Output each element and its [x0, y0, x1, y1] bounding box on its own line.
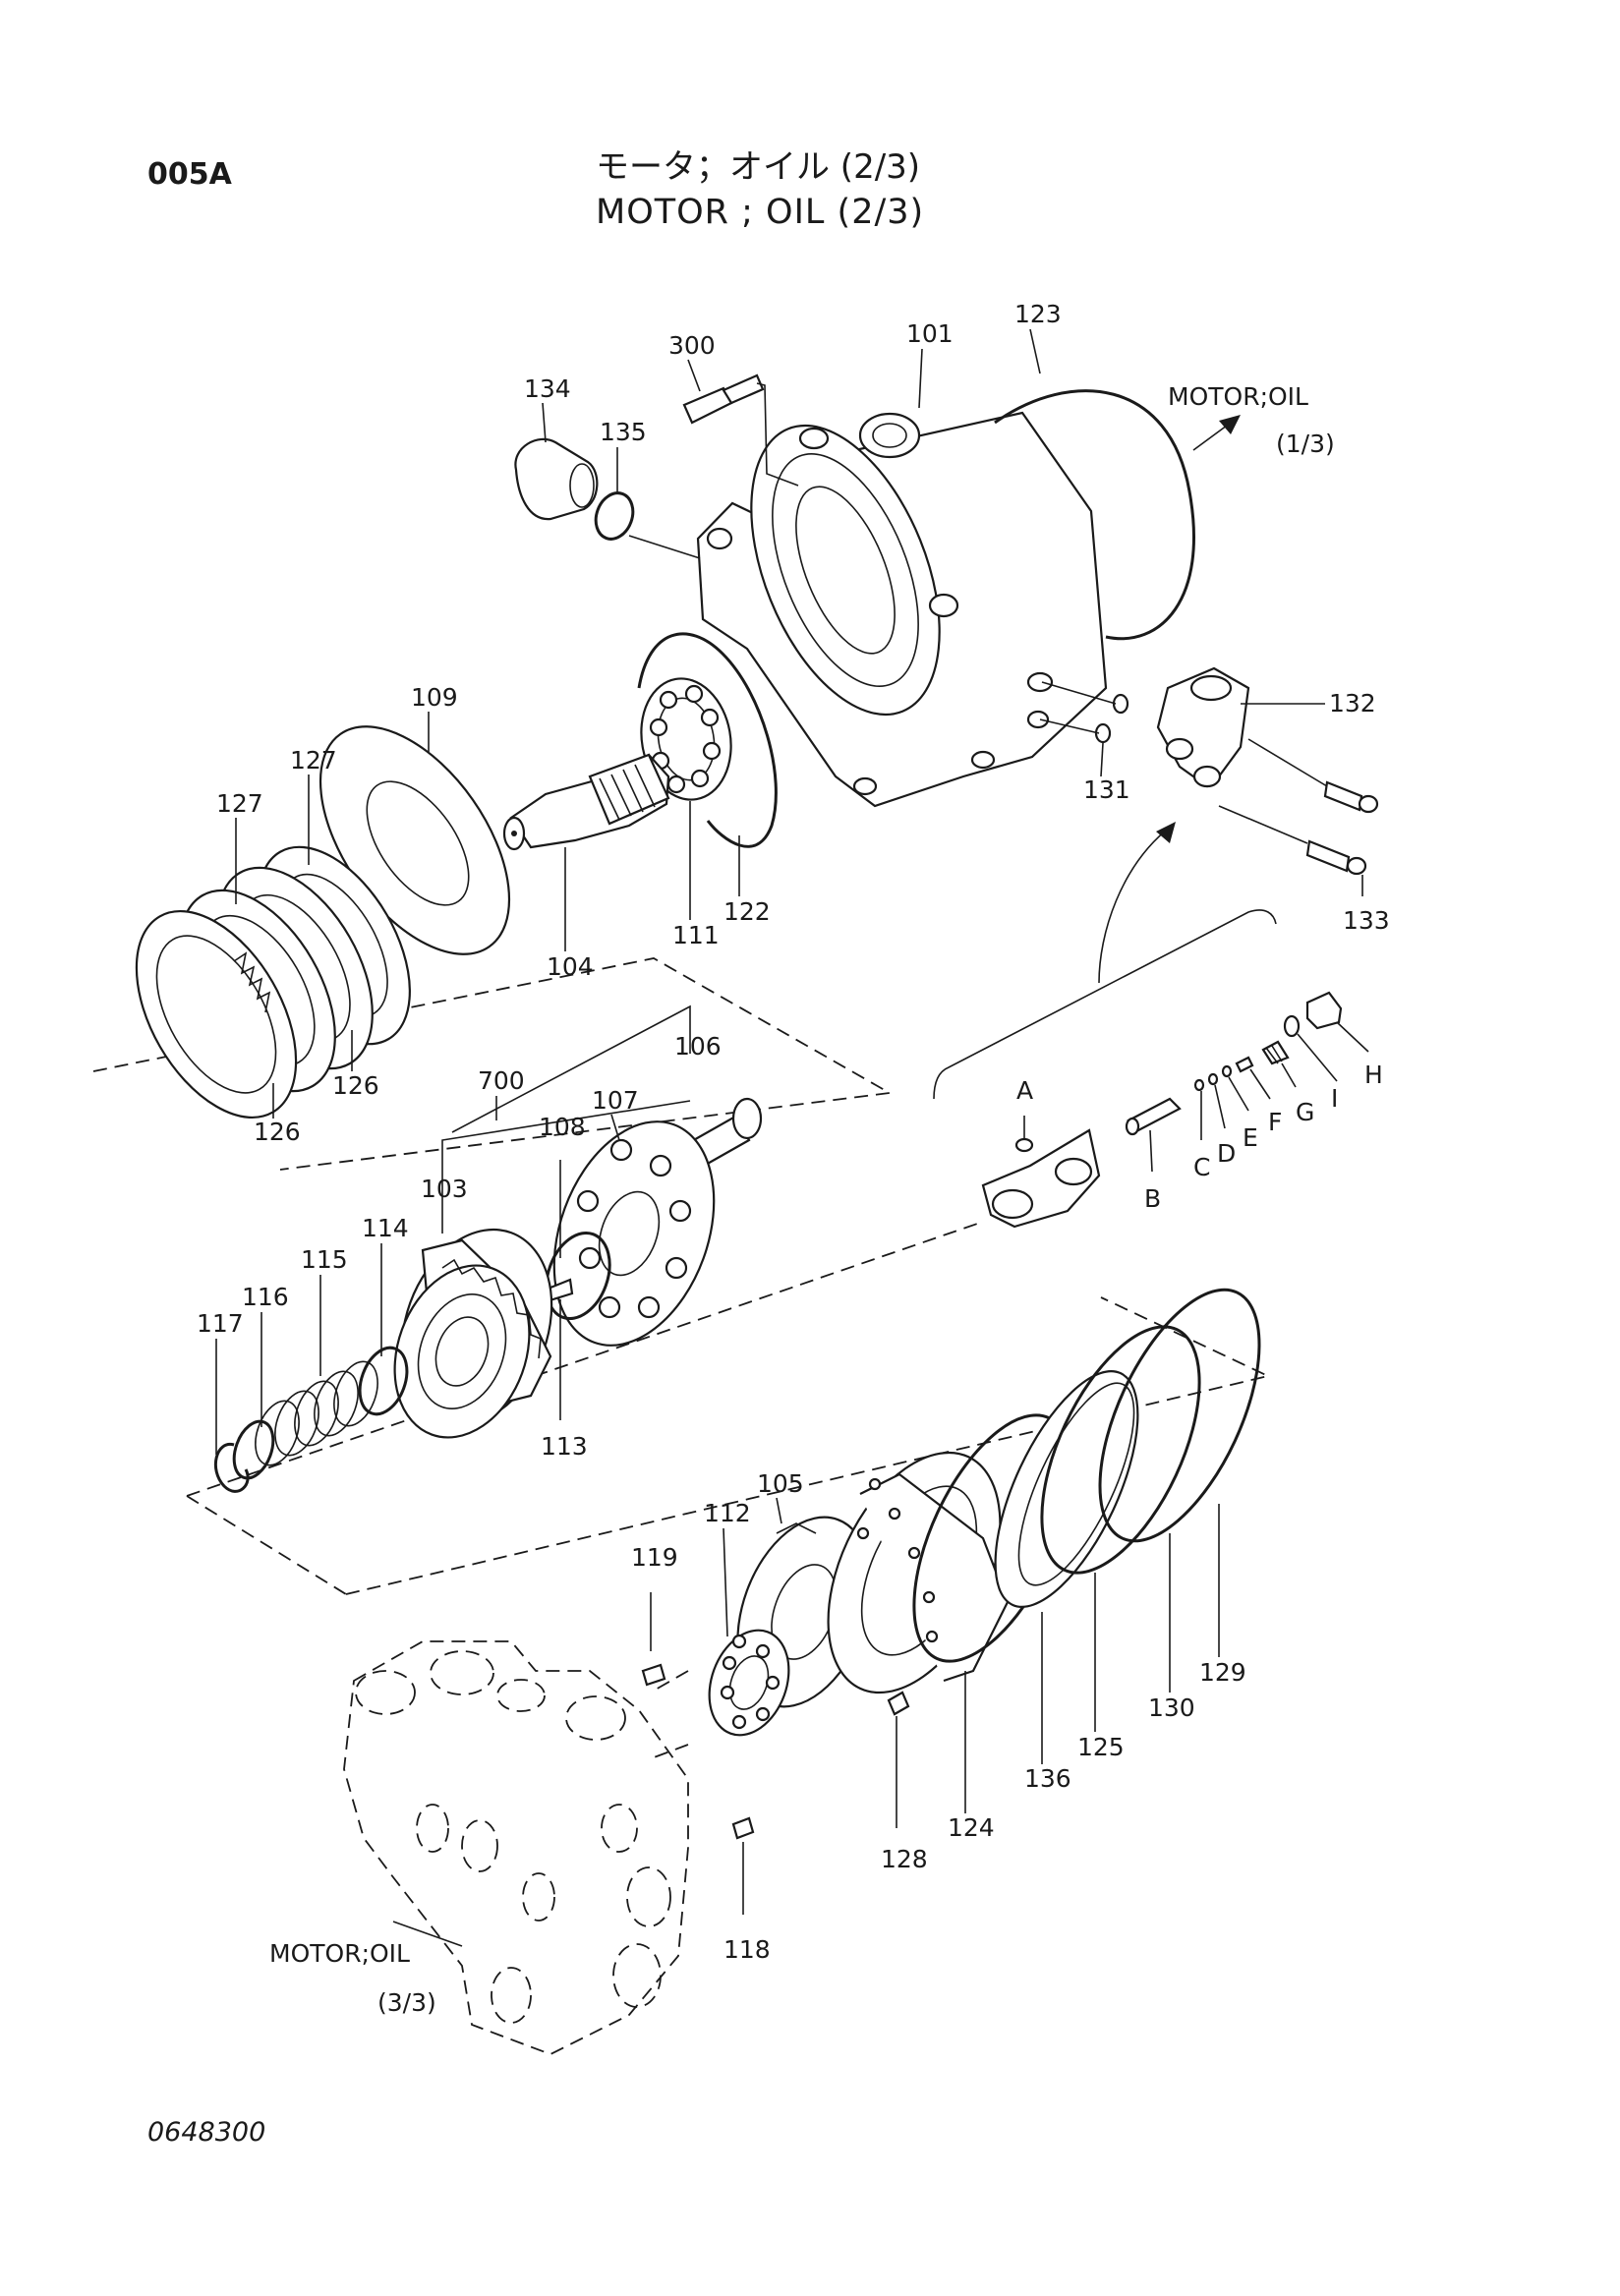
brake-piston [827, 1451, 1010, 1694]
plug-o-ring [594, 491, 635, 541]
piston-seal-ring [994, 1370, 1139, 1608]
callout-129: 129 [1199, 1658, 1246, 1687]
callout-130: 130 [1148, 1693, 1195, 1722]
retainer-ring [545, 1231, 611, 1321]
callout-G: G [1296, 1098, 1314, 1126]
callout-116: 116 [242, 1283, 289, 1311]
callout-131: 131 [1083, 775, 1130, 804]
callout-113: 113 [541, 1432, 588, 1461]
bearing-snap-ring [637, 632, 778, 848]
callout-700: 700 [478, 1066, 525, 1095]
callout-I: I [1331, 1084, 1338, 1113]
valve-o-ring-upper [1112, 693, 1129, 715]
callout-118: 118 [723, 1935, 771, 1964]
callout-114: 114 [362, 1214, 409, 1242]
callout-B: B [1144, 1184, 1161, 1213]
casing-o-ring [994, 389, 1195, 641]
callout-300: 300 [668, 331, 716, 360]
callout-133: 133 [1343, 906, 1390, 935]
callout-117: 117 [197, 1309, 244, 1338]
drive-shaft [502, 753, 670, 851]
brake-plate-stack [135, 845, 411, 1119]
callout-101: 101 [906, 319, 954, 348]
callout-108: 108 [539, 1113, 586, 1141]
spring-seat [358, 1346, 409, 1416]
dowel-pin-upper [641, 1663, 666, 1687]
set-screw [887, 1691, 910, 1716]
callout-123: 123 [1014, 300, 1062, 328]
callout-111: 111 [672, 921, 720, 949]
motor-casing [696, 411, 1108, 808]
valve-plate-bearing [708, 1629, 790, 1737]
xref-3-3-line2: (3/3) [377, 1988, 436, 2017]
callout-107: 107 [592, 1086, 639, 1115]
snap-ring [213, 1443, 250, 1493]
callout-C: C [1193, 1153, 1210, 1181]
piston-o-ring-outer [1098, 1288, 1261, 1543]
callout-115: 115 [301, 1245, 348, 1274]
callout-105: 105 [757, 1469, 804, 1498]
callout-109: 109 [411, 683, 458, 712]
valve-casing-outline [343, 1640, 689, 2055]
backup-ring [1040, 1325, 1201, 1575]
callout-F: F [1268, 1108, 1282, 1136]
callout-124: 124 [948, 1813, 995, 1842]
callout-119: 119 [631, 1543, 678, 1572]
callout-106: 106 [674, 1032, 722, 1061]
xref-1-3-line1: MOTOR;OIL [1168, 382, 1308, 411]
document-id: 0648300 [147, 2117, 266, 2148]
callout-labels: 101 123 300 134 135 132 131 133 109 127 … [197, 300, 1390, 2017]
callout-135: 135 [600, 418, 647, 446]
callout-126-upper: 126 [332, 1071, 379, 1100]
shaft-bearing [640, 677, 732, 801]
callout-H: H [1364, 1061, 1383, 1089]
callout-125: 125 [1077, 1733, 1125, 1761]
callout-136: 136 [1024, 1764, 1071, 1793]
page-code: 005A [147, 157, 232, 192]
callout-122: 122 [723, 897, 771, 926]
callout-127-upper: 127 [290, 746, 337, 775]
page-title-japanese: モータ；オイル (2/3) [596, 147, 921, 187]
relief-valve-block [1156, 666, 1325, 788]
spring-washer [232, 1419, 275, 1480]
rotating-group-frame-left [186, 1221, 984, 1497]
cap-screw [682, 373, 799, 487]
callout-104: 104 [547, 952, 594, 981]
cylinder-block [393, 1100, 691, 1439]
callout-D: D [1217, 1139, 1236, 1168]
callout-E: E [1243, 1123, 1258, 1152]
page-title: MOTOR ; OIL (2/3) [596, 193, 925, 232]
callout-A: A [1016, 1076, 1033, 1105]
dowel-pin-lower [731, 1816, 755, 1840]
cylinder-plate [552, 1120, 716, 1347]
callout-134: 134 [524, 374, 571, 403]
piston-spring [255, 1360, 378, 1466]
rotating-group-frame-right [345, 1296, 1271, 1595]
xref-1-3-line2: (1/3) [1276, 430, 1335, 458]
valve-bolts [1218, 738, 1379, 896]
relief-valve-detail [981, 991, 1369, 1229]
callout-126-lower: 126 [254, 1118, 301, 1146]
callout-103: 103 [421, 1175, 468, 1203]
callout-112: 112 [704, 1499, 751, 1527]
xref-3-3-line1: MOTOR;OIL [269, 1939, 410, 1968]
valve-detail-bracket [933, 909, 1277, 1100]
callout-127-lower: 127 [216, 789, 263, 818]
drain-plug [514, 437, 599, 521]
callout-128: 128 [881, 1845, 928, 1873]
callout-132: 132 [1329, 689, 1376, 718]
